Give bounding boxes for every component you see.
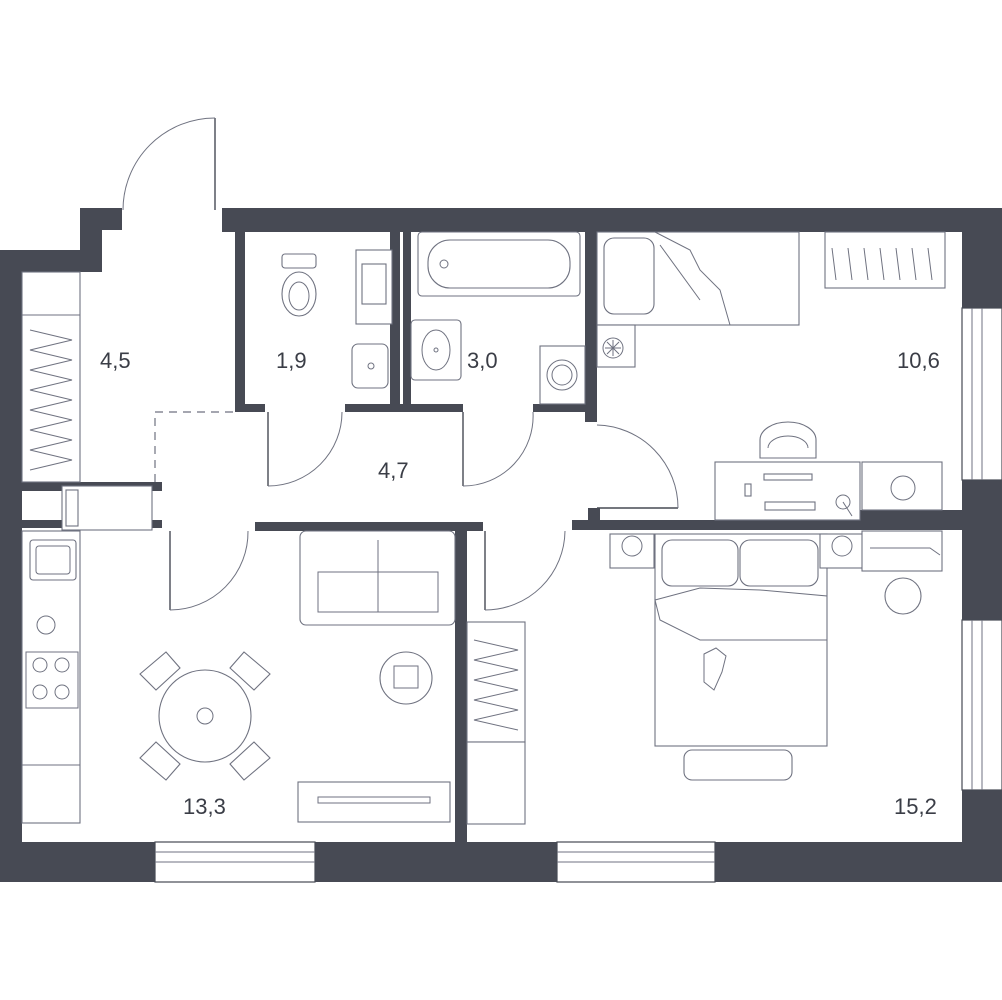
bathtub (417, 231, 581, 297)
entrance-door (122, 117, 216, 211)
single-bed (596, 231, 800, 326)
wardrobe-bedroom (466, 621, 526, 825)
wc-sink (351, 343, 389, 389)
tv-stand (297, 781, 451, 823)
wc-furniture (281, 249, 393, 389)
windows (154, 307, 1002, 883)
kitchen-door (169, 530, 249, 611)
dining-chairs (139, 651, 271, 781)
nightstand-small (596, 324, 636, 368)
vanity-table (861, 530, 943, 615)
wc-cabinet (355, 249, 393, 325)
toilet (281, 253, 317, 317)
hall-area-label: 4,5 (100, 348, 131, 373)
bedroom-small-area-label: 10,6 (897, 348, 940, 373)
nightstand-right (819, 533, 865, 569)
bedroom-large-furniture (466, 530, 943, 825)
double-bed (654, 533, 828, 747)
hall-furniture (21, 271, 153, 531)
shoe-bench (61, 485, 153, 531)
doors (122, 117, 679, 611)
cabinet-ball (861, 461, 943, 511)
corridor-area-label: 4,7 (378, 458, 409, 483)
bedroom-small-furniture (596, 231, 946, 521)
bedroom-large-area-label: 15,2 (894, 794, 937, 819)
hall-opening-dashed (154, 411, 235, 482)
bathroom-sink (410, 319, 462, 381)
shelf-bedroom-small (824, 231, 946, 289)
bedroom-small-door (596, 424, 679, 509)
bathroom-area-label: 3,0 (467, 348, 498, 373)
bathroom-furniture (410, 231, 586, 405)
exterior-walls (0, 208, 1002, 882)
kitchen-furniture (21, 530, 456, 824)
desk (714, 461, 861, 521)
window-bedroom-small-right (961, 307, 1002, 481)
sofa (299, 530, 456, 626)
wc-area-label: 1,9 (276, 348, 307, 373)
dining-table (158, 669, 252, 763)
bathroom-door (462, 411, 534, 487)
bed-bench (683, 749, 793, 781)
nightstand-left (609, 533, 655, 569)
kitchen-counter (21, 530, 81, 824)
wardrobe-hall (21, 271, 81, 483)
window-bedroom-large-right (961, 619, 1002, 791)
bedroom-large-door (484, 530, 566, 611)
washing-machine (539, 345, 586, 405)
interior-walls (22, 232, 962, 842)
kitchen-living-area-label: 13,3 (183, 794, 226, 819)
coffee-table (379, 651, 433, 705)
window-bedroom-large-bottom (556, 841, 716, 883)
area-labels: 4,5 1,9 3,0 10,6 4,7 13,3 15,2 (100, 348, 940, 819)
wc-door (267, 411, 343, 487)
desk-chair (759, 421, 817, 459)
window-kitchen (154, 841, 316, 883)
